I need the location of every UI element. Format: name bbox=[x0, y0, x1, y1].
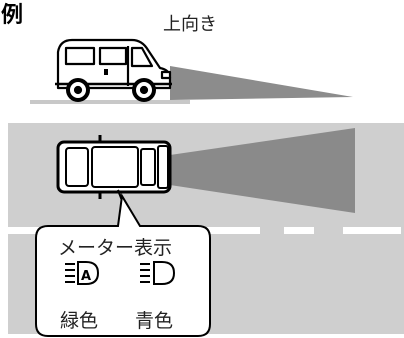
top-beam bbox=[170, 128, 355, 213]
example-label: 例 bbox=[1, 3, 25, 28]
auto-high-beam-icon: A bbox=[65, 261, 100, 285]
callout-title: メーター表示 bbox=[58, 237, 173, 259]
side-beam bbox=[170, 66, 353, 100]
indicator-right-label: 青色 bbox=[135, 310, 174, 332]
svg-text:A: A bbox=[81, 269, 91, 284]
van-side-icon bbox=[55, 38, 172, 102]
side-view-caption: 上向き bbox=[163, 14, 217, 35]
side-view bbox=[30, 38, 353, 104]
indicator-left-label: 緑色 bbox=[60, 310, 99, 332]
callout-box: A bbox=[35, 193, 211, 337]
side-ground bbox=[30, 100, 190, 104]
van-top-icon bbox=[56, 135, 172, 199]
high-beam-icon bbox=[140, 261, 176, 285]
